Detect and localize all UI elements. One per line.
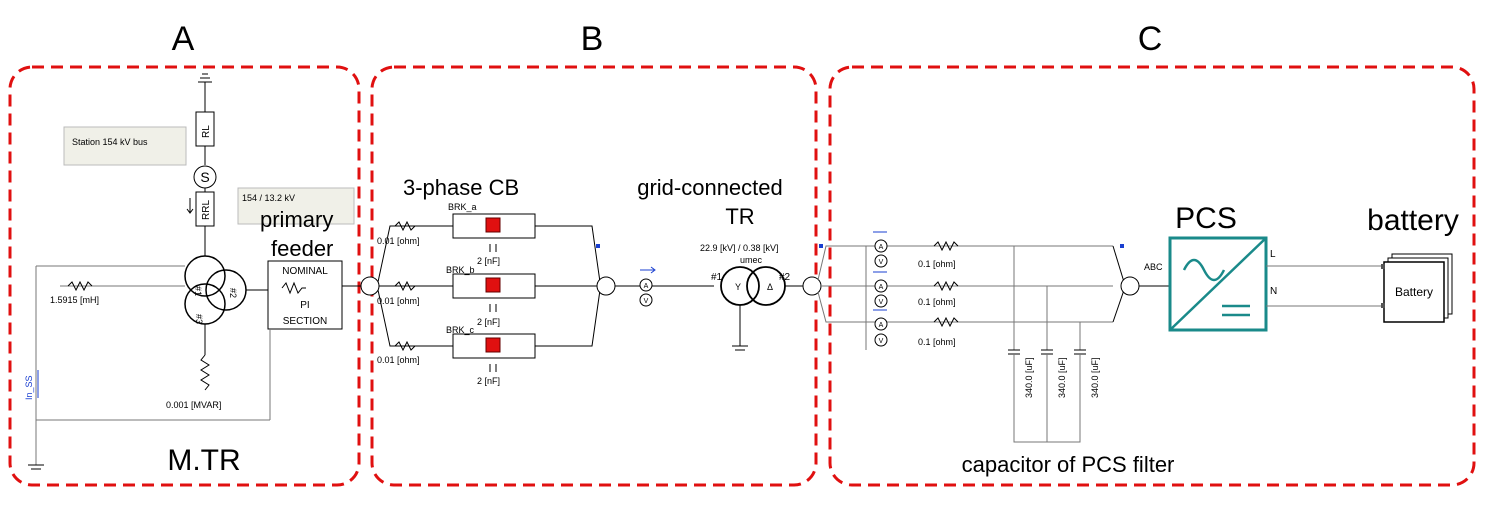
shunt-reactor [200,354,210,391]
pi-label-2: PI [300,300,309,311]
bus-join-b [596,276,616,296]
r-001-c: 0.01 [ohm] [377,355,420,365]
rrl-label: RRL [201,200,212,220]
breaker-b [485,277,501,293]
source-label: S [200,169,209,185]
transformer-winding-1 [184,255,226,297]
brk-a-label: BRK_a [448,202,477,212]
abc-label: ABC [1144,262,1163,272]
svg-text:V: V [879,299,884,306]
grid-tr-w1-label: #1 [711,272,723,283]
r-01-c: 0.1 [ohm] [918,337,956,347]
cap-340-3: 340.0 [uF] [1090,357,1100,398]
station-bus-box [63,126,187,166]
breaker-a [485,217,501,233]
pi-label-3: SECTION [283,316,327,327]
cap-340-2: 340.0 [uF] [1057,357,1067,398]
brk-b-label: BRK_b [446,265,475,275]
section-c-box [828,65,1476,487]
tr-caption-2: TR [725,204,754,229]
section-a-letter: A [172,20,195,58]
battery-label: battery [1367,204,1459,237]
svg-text:V: V [644,298,649,305]
meters-phase-c: A V [873,309,888,347]
ac-wave-icon [1182,258,1226,282]
pcs-n-label: N [1270,286,1277,297]
primary-feeder-label-2: feeder [271,236,333,261]
ammeter-b [639,278,653,292]
pcs-label: PCS [1175,202,1237,235]
tr-ratio-label: 154 / 13.2 kV [242,193,295,203]
transformer-winding-2 [205,269,247,311]
inductance-label: 1.5915 [mH] [50,295,99,305]
filter-capacitor-1 [1008,349,1020,355]
section-a-caption: M.TR [167,444,240,477]
cap-340-1: 340.0 [uF] [1024,357,1034,398]
nominal-pi-section [267,260,343,330]
section-b-letter: B [581,20,604,58]
grid-tr-w2-label: #2 [779,272,791,283]
r-01-b: 0.1 [ohm] [918,297,956,307]
cap-2nf-b: 2 [nF] [477,317,500,327]
cap-2nf-a: 2 [nF] [477,256,500,266]
section-a-box [8,65,361,487]
battery-block [1383,261,1445,323]
umec-label: umec [740,255,763,265]
svg-text:A: A [879,322,884,329]
svg-text:A: A [879,284,884,291]
in-ss-label: In_SS [24,375,34,400]
svg-text:A: A [644,283,649,290]
section-c-letter: C [1138,20,1163,58]
inductor [67,280,93,292]
breaker-c [485,337,501,353]
winding-2-label: #2 [228,288,238,298]
pi-label-1: NOMINAL [282,266,328,277]
svg-text:A: A [879,244,884,251]
r-001-a: 0.01 [ohm] [377,236,420,246]
tr-ratio-box [237,187,355,225]
transformer-winding-3 [184,283,226,325]
battery-text: Battery [1395,285,1433,299]
primary-feeder-label-1: primary [260,207,333,232]
svg-text:V: V [879,259,884,266]
station-bus-label: Station 154 kV bus [72,137,148,147]
cap-2nf-c: 2 [nF] [477,376,500,386]
svg-text:V: V [879,338,884,345]
delta-symbol: Δ [767,282,773,292]
filter-capacitor-3 [1074,349,1086,355]
grid-tr-ratio: 22.9 [kV] / 0.38 [kV] [700,243,779,253]
tr-caption-1: grid-connected [637,175,783,200]
cb-caption: 3-phase CB [403,175,519,200]
y-symbol: Y [735,282,741,292]
meters-phase-b: A V [873,271,888,308]
pcs-l-label: L [1270,249,1276,260]
voltmeter-b [639,293,653,307]
filter-capacitor-2 [1041,349,1053,355]
brk-c-label: BRK_c [446,325,475,335]
bus-join-c [1120,276,1140,296]
bus-split-left [360,276,380,296]
meters-phase-a: A V [873,231,888,268]
r-001-b: 0.01 [ohm] [377,296,420,306]
rl-label: RL [201,125,212,138]
mvar-label: 0.001 [MVAR] [166,400,221,410]
capacitor-caption: capacitor of PCS filter [962,452,1175,477]
winding-3-label: #3 [194,314,204,324]
winding-1-label: #1 [193,286,203,296]
r-01-a: 0.1 [ohm] [918,259,956,269]
section-b-box [370,65,818,487]
